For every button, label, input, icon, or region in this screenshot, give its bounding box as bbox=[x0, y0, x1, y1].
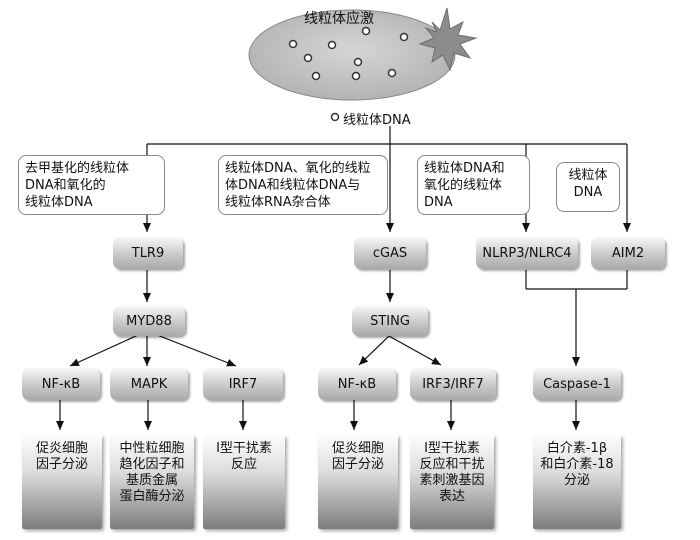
outcome-line: 中性粒细胞 bbox=[119, 441, 185, 456]
outcome-type1-ifn-isg: Ⅰ型干扰素 反应和干扰 素刺激基因 表达 bbox=[410, 435, 494, 529]
trigger-note-aim2: 线粒体 DNA bbox=[556, 162, 620, 212]
outcome-line: 蛋白酶分泌 bbox=[119, 489, 185, 504]
outcome-neutrophil-chemotaxis: 中性粒细胞 趋化因子和 基质金属 蛋白酶分泌 bbox=[110, 435, 194, 529]
outcome-line: Ⅰ型干扰素 bbox=[216, 441, 272, 456]
outcome-il1b-il18: 白介素-1β 和白介素-18 分泌 bbox=[533, 435, 621, 529]
outcome-line: 趋化因子和 bbox=[119, 457, 185, 472]
outcome-type1-ifn: Ⅰ型干扰素 反应 bbox=[203, 435, 285, 529]
mito-stress-title: 线粒体应激 bbox=[304, 11, 374, 27]
cgas-node: cGAS bbox=[354, 237, 426, 269]
nfkb-node-sting: NF-κB bbox=[318, 368, 396, 400]
trigger-line: 体DNA和线粒体DNA与 bbox=[225, 178, 361, 193]
stress-burst-icon bbox=[418, 7, 478, 72]
mapk-node: MAPK bbox=[110, 368, 188, 400]
outcome-line: 白介素-1β bbox=[546, 441, 608, 456]
trigger-line: 线粒体DNA bbox=[25, 195, 93, 210]
trigger-line: 线粒体DNA、氧化的线粒 bbox=[225, 161, 371, 176]
outcome-line: 因子分泌 bbox=[35, 457, 88, 472]
trigger-note-tlr9: 去甲基化的线粒体 DNA和氧化的 线粒体DNA bbox=[18, 155, 165, 215]
outcome-line: 反应和干扰 bbox=[419, 457, 485, 472]
mtdna-circle-icon bbox=[330, 112, 340, 122]
outcome-line: 反应 bbox=[230, 457, 257, 472]
trigger-line: 去甲基化的线粒体 bbox=[25, 161, 130, 176]
sting-node: STING bbox=[352, 306, 428, 336]
outcome-line: Ⅰ型干扰素 bbox=[424, 441, 480, 456]
outcome-line: 和白介素-18 bbox=[540, 457, 614, 472]
tlr9-node: TLR9 bbox=[113, 237, 183, 269]
outcome-proinflammatory-sting: 促炎细胞 因子分泌 bbox=[318, 435, 398, 529]
mtdna-circles bbox=[288, 26, 409, 81]
nlrp3-nlrc4-node: NLRP3/NLRC4 bbox=[476, 237, 578, 269]
trigger-line: 线粒体RNA杂合体 bbox=[225, 195, 331, 210]
trigger-note-cgas: 线粒体DNA、氧化的线粒 体DNA和线粒体DNA与 线粒体RNA杂合体 bbox=[218, 155, 388, 215]
trigger-line: 氧化的线粒体 bbox=[424, 178, 503, 193]
irf3-irf7-node: IRF3/IRF7 bbox=[410, 368, 496, 400]
outcome-line: 表达 bbox=[438, 489, 465, 504]
caspase1-node: Caspase-1 bbox=[533, 368, 621, 400]
irf7-node: IRF7 bbox=[203, 368, 283, 400]
outcome-proinflammatory-tlr9: 促炎细胞 因子分泌 bbox=[22, 435, 102, 529]
mtdna-label: 线粒体DNA bbox=[343, 113, 411, 128]
outcome-line: 因子分泌 bbox=[331, 457, 384, 472]
outcome-line: 促炎细胞 bbox=[35, 441, 88, 456]
nfkb-node-tlr9: NF-κB bbox=[22, 368, 100, 400]
outcome-line: 基质金属 bbox=[125, 473, 178, 488]
outcome-line: 分泌 bbox=[563, 473, 590, 488]
trigger-line: DNA bbox=[424, 195, 453, 210]
trigger-line: DNA和氧化的 bbox=[25, 178, 106, 193]
outcome-line: 素刺激基因 bbox=[419, 473, 485, 488]
trigger-note-nlrp3: 线粒体DNA和 氧化的线粒体 DNA bbox=[417, 155, 530, 215]
outcome-line: 促炎细胞 bbox=[331, 441, 384, 456]
myd88-node: MYD88 bbox=[113, 306, 185, 336]
trigger-line: 线粒体 bbox=[568, 168, 608, 183]
aim2-node: AIM2 bbox=[591, 237, 665, 269]
trigger-line: 线粒体DNA和 bbox=[424, 161, 505, 176]
mitochondrion bbox=[248, 7, 478, 101]
trigger-line: DNA bbox=[573, 185, 603, 200]
